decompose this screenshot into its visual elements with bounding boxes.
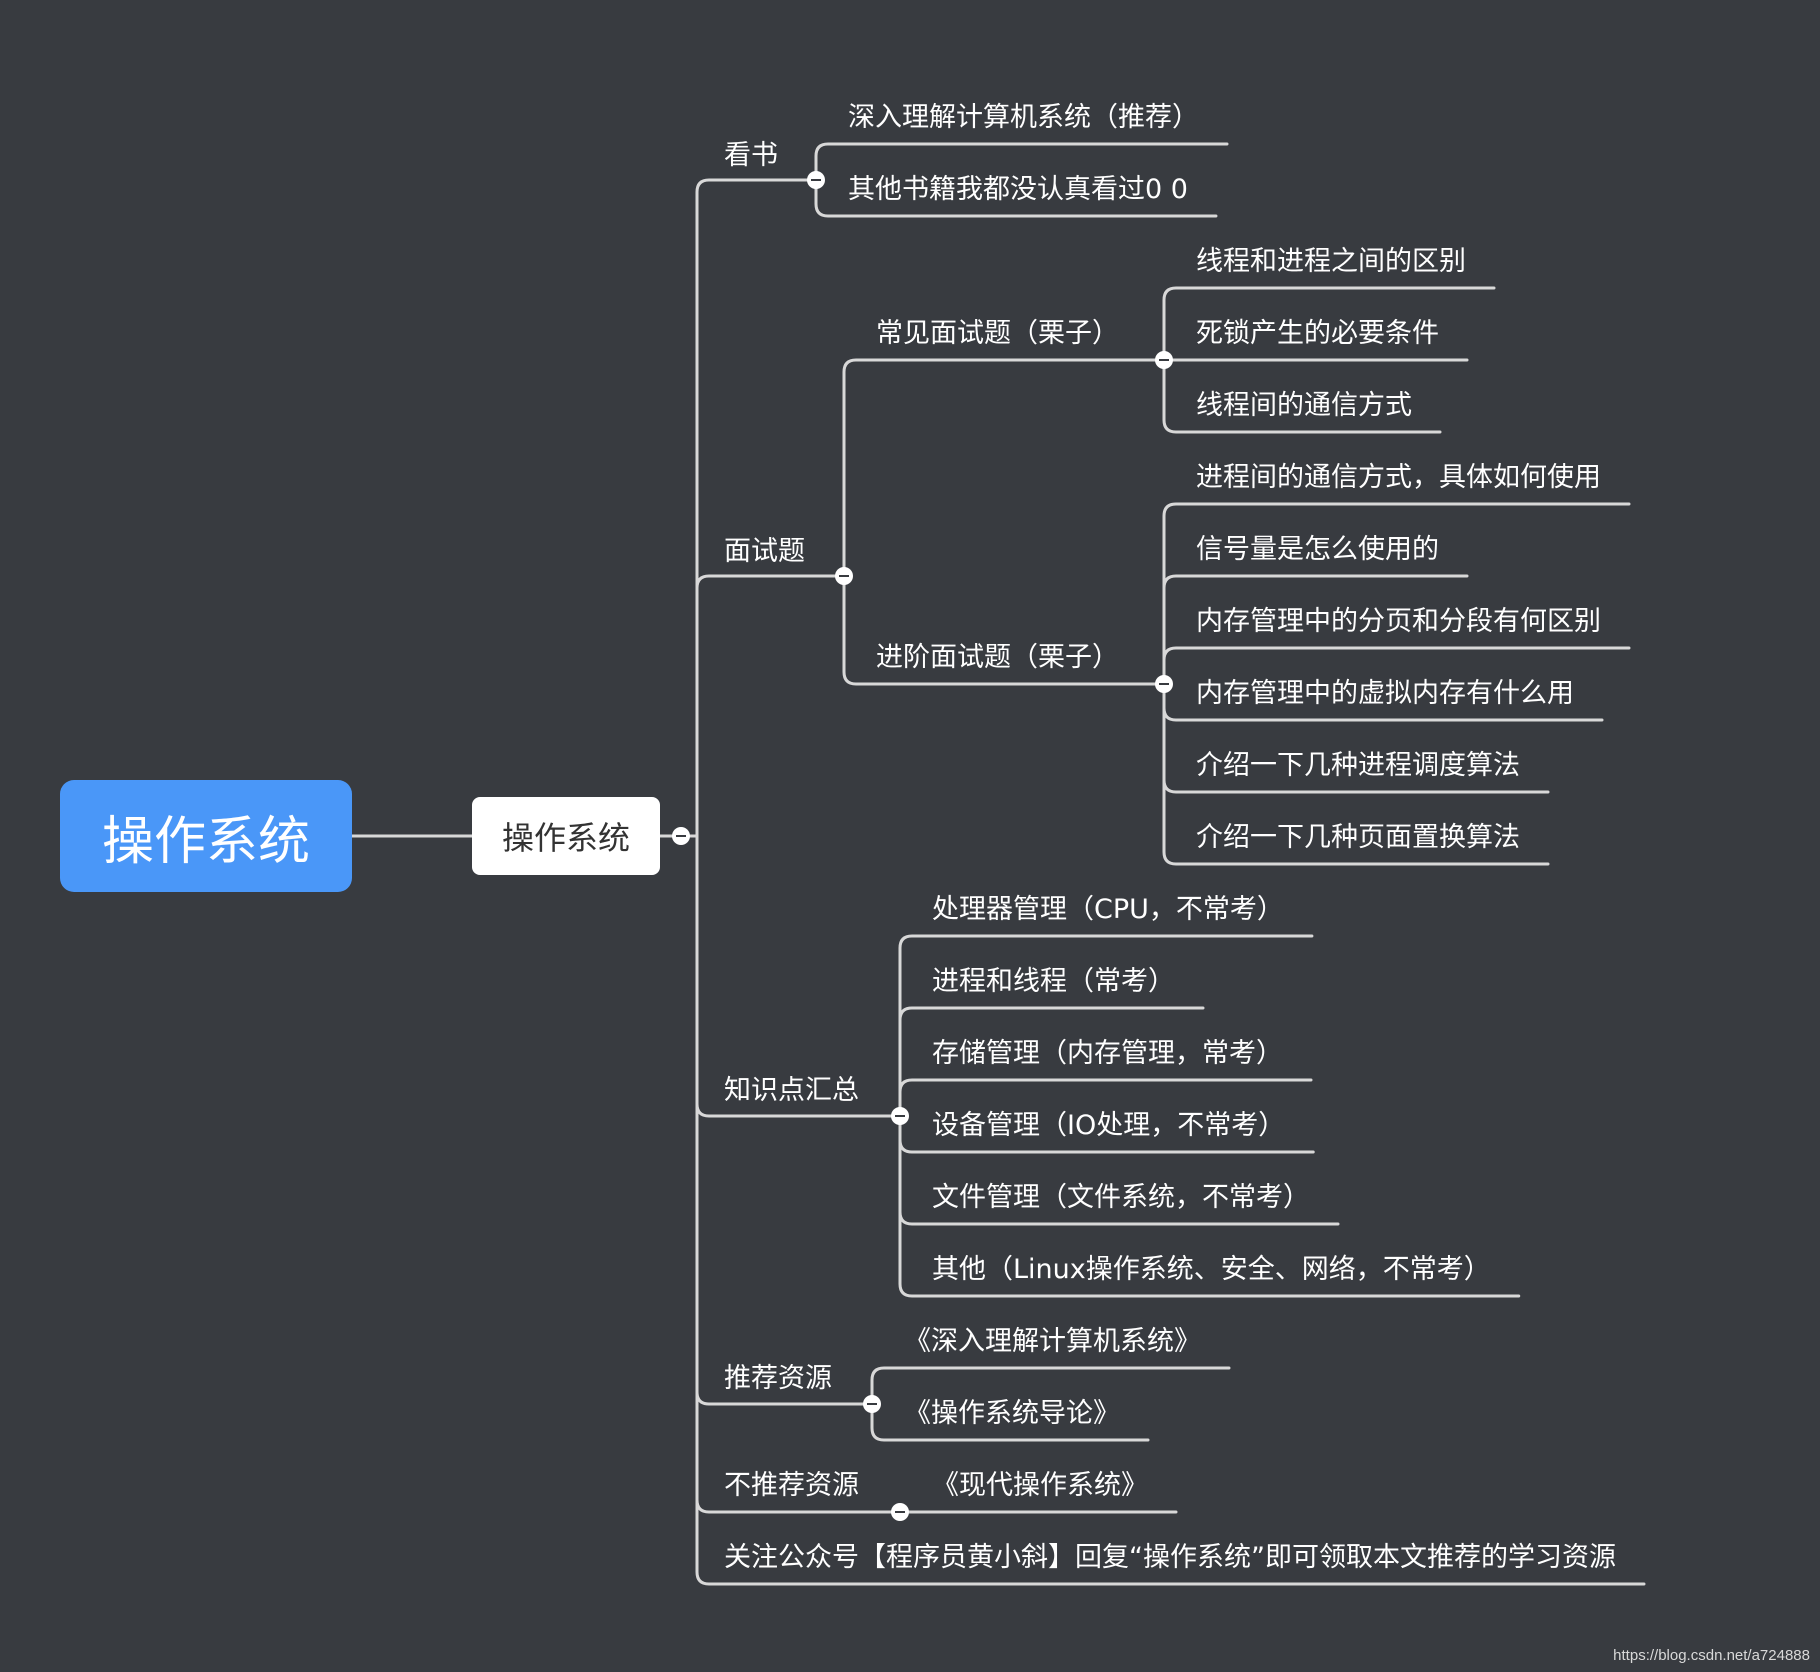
connector-line bbox=[1162, 286, 1496, 362]
connector-line bbox=[814, 178, 1218, 218]
connector-line bbox=[814, 142, 1229, 182]
collapse-reading-icon[interactable] bbox=[807, 171, 825, 189]
topic-reading-item[interactable]: 深入理解计算机系统（推荐） bbox=[848, 102, 1199, 133]
topic-not-recommended[interactable]: 不推荐资源 bbox=[724, 1470, 859, 1501]
topic-reading[interactable]: 看书 bbox=[724, 140, 778, 171]
topic-advanced-item[interactable]: 介绍一下几种页面置换算法 bbox=[1196, 822, 1520, 853]
topic-reading-item[interactable]: 其他书籍我都没认真看过0 0 bbox=[848, 174, 1188, 205]
topic-advanced-item[interactable]: 介绍一下几种进程调度算法 bbox=[1196, 750, 1520, 781]
topic-advanced-item[interactable]: 内存管理中的分页和分段有何区别 bbox=[1196, 606, 1601, 637]
connector-line bbox=[870, 1402, 1150, 1442]
central-topic[interactable]: 操作系统 bbox=[472, 797, 660, 875]
connector-line bbox=[695, 834, 1646, 1586]
topic-knowledge-item[interactable]: 设备管理（IO处理，不常考） bbox=[932, 1110, 1286, 1141]
connector-line bbox=[898, 934, 1314, 1118]
connector-line bbox=[1162, 358, 1442, 434]
collapse-knowledge-icon[interactable] bbox=[891, 1107, 909, 1125]
root-topic[interactable]: 操作系统 bbox=[60, 780, 352, 892]
topic-advanced-questions[interactable]: 进阶面试题（栗子） bbox=[876, 642, 1119, 673]
topic-knowledge-item[interactable]: 存储管理（内存管理，常考） bbox=[932, 1038, 1283, 1069]
topic-recommended-item[interactable]: 《深入理解计算机系统》 bbox=[904, 1326, 1201, 1357]
connector-line bbox=[1162, 646, 1631, 686]
topic-common-item[interactable]: 线程间的通信方式 bbox=[1196, 390, 1412, 421]
topic-common-item[interactable]: 线程和进程之间的区别 bbox=[1196, 246, 1466, 277]
topic-knowledge-item[interactable]: 进程和线程（常考） bbox=[932, 966, 1175, 997]
collapse-central-icon[interactable] bbox=[672, 827, 690, 845]
connector-line bbox=[1162, 574, 1469, 686]
watermark-url: https://blog.csdn.net/a724888 bbox=[1613, 1647, 1810, 1664]
connector-line bbox=[842, 574, 1166, 686]
collapse-common-icon[interactable] bbox=[1155, 351, 1173, 369]
topic-recommended[interactable]: 推荐资源 bbox=[724, 1363, 832, 1394]
topic-follow-account[interactable]: 关注公众号【程序员黄小斜】回复“操作系统”即可领取本文推荐的学习资源 bbox=[724, 1542, 1616, 1573]
connector-line bbox=[898, 1114, 1521, 1298]
connector-line bbox=[1162, 502, 1631, 686]
topic-knowledge-item[interactable]: 其他（Linux操作系统、安全、网络，不常考） bbox=[932, 1254, 1491, 1285]
topic-recommended-item[interactable]: 《操作系统导论》 bbox=[904, 1398, 1120, 1429]
topic-knowledge-item[interactable]: 文件管理（文件系统，不常考） bbox=[932, 1182, 1310, 1213]
topic-advanced-item[interactable]: 信号量是怎么使用的 bbox=[1196, 534, 1439, 565]
connector-line bbox=[870, 1366, 1231, 1406]
topic-knowledge[interactable]: 知识点汇总 bbox=[724, 1075, 859, 1106]
connector-line bbox=[695, 178, 818, 838]
connector-line bbox=[695, 834, 874, 1406]
topic-common-questions[interactable]: 常见面试题（栗子） bbox=[876, 318, 1119, 349]
collapse-not-recommended-icon[interactable] bbox=[891, 1503, 909, 1521]
topic-advanced-item[interactable]: 内存管理中的虚拟内存有什么用 bbox=[1196, 678, 1574, 709]
collapse-advanced-icon[interactable] bbox=[1155, 675, 1173, 693]
connector-line bbox=[842, 358, 1166, 578]
collapse-interview-icon[interactable] bbox=[835, 567, 853, 585]
topic-not-recommended-item[interactable]: 《现代操作系统》 bbox=[932, 1470, 1148, 1501]
collapse-recommended-icon[interactable] bbox=[863, 1395, 881, 1413]
connector-line bbox=[898, 1078, 1313, 1118]
topic-advanced-item[interactable]: 进程间的通信方式，具体如何使用 bbox=[1196, 462, 1601, 493]
topic-common-item[interactable]: 死锁产生的必要条件 bbox=[1196, 318, 1439, 349]
topic-interview[interactable]: 面试题 bbox=[724, 536, 805, 567]
connector-line bbox=[898, 1006, 1205, 1118]
connector-line bbox=[1162, 682, 1550, 866]
connector-line bbox=[695, 574, 846, 838]
topic-knowledge-item[interactable]: 处理器管理（CPU，不常考） bbox=[932, 894, 1284, 925]
